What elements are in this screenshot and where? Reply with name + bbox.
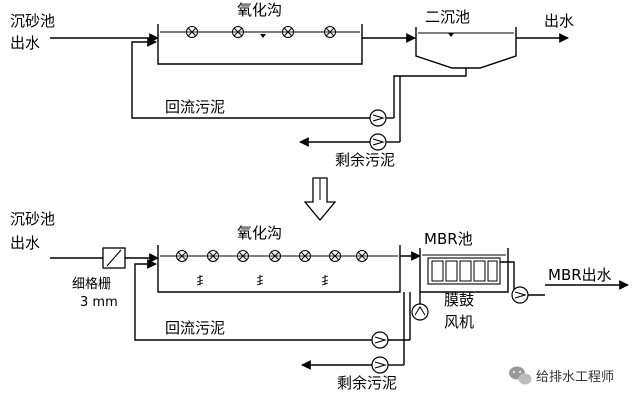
bottom-inlet-label-line2: 出水	[10, 234, 40, 252]
water-level-icon	[260, 34, 266, 38]
permeate-pump-icon	[511, 286, 529, 304]
mbr-permeate-line	[500, 261, 515, 295]
water-level-icon	[448, 33, 454, 37]
bottom-excess-sludge-label: 剩余污泥	[337, 374, 397, 392]
blower-label-line1: 膜鼓	[444, 291, 474, 309]
diffuser-icon	[321, 274, 329, 286]
top-oxidation-ditch-label: 氧化沟	[237, 1, 282, 19]
bottom-inlet-label-line1: 沉砂池	[10, 210, 55, 228]
aerator-icon	[237, 250, 249, 262]
aerator-icon	[356, 250, 368, 262]
mbr-tank	[419, 248, 509, 293]
top-excess-sludge-label: 剩余污泥	[335, 151, 395, 169]
fine-screen-label-line2: 3 mm	[80, 295, 118, 310]
membrane-module-icon	[427, 257, 501, 285]
watermark: 给排水工程师	[509, 366, 614, 385]
top-sludge-drain-line	[393, 68, 467, 118]
blower-symbol	[414, 306, 426, 316]
bottom-flowsheet: 沉砂池 出水 细格栅 3 mm 氧化沟 MBR池	[10, 210, 629, 392]
watermark-text: 给排水工程师	[536, 370, 614, 385]
return-sludge-pump-icon	[369, 109, 387, 127]
aerator-icon	[269, 250, 281, 262]
bottom-oxidation-ditch-label: 氧化沟	[237, 224, 282, 242]
bottom-return-sludge-label: 回流污泥	[165, 319, 225, 337]
mbr-outlet-label: MBR出水	[548, 266, 612, 284]
aerator-icon	[207, 250, 219, 262]
aerator-icon	[324, 26, 336, 38]
blower-label-line2: 风机	[444, 313, 474, 331]
aerator-icon	[282, 26, 294, 38]
top-clarifier-label: 二沉池	[425, 8, 470, 26]
top-inlet-label-line2: 出水	[10, 34, 40, 52]
bottom-oxidation-ditch-tank	[157, 245, 401, 293]
bottom-return-sludge-line	[134, 259, 372, 341]
excess-sludge-pump-icon	[371, 356, 389, 374]
aerator-icon	[186, 26, 198, 38]
aerator-icon	[176, 250, 188, 262]
top-inlet-label-line1: 沉砂池	[10, 12, 55, 30]
upgrade-arrow	[303, 177, 337, 222]
excess-sludge-pump-icon	[369, 133, 387, 151]
fine-screen-label-line1: 细格栅	[72, 276, 111, 292]
fine-screen-bar	[106, 249, 122, 267]
aerator-icon	[299, 250, 311, 262]
top-oxidation-ditch-tank	[157, 24, 363, 65]
top-return-sludge-line	[131, 37, 370, 119]
diffuser-icon	[256, 274, 264, 286]
top-flowsheet: 沉砂池 出水 氧化沟 二沉池 出水 回流污泥 剩余污泥	[10, 1, 574, 169]
mbr-tank-label: MBR池	[424, 230, 473, 248]
top-return-sludge-label: 回流污泥	[165, 98, 225, 116]
diffuser-icon	[196, 274, 204, 286]
aerator-icon	[329, 250, 341, 262]
aerator-icon	[232, 26, 244, 38]
return-sludge-pump-icon	[371, 331, 389, 349]
top-outlet-label: 出水	[544, 12, 574, 30]
wechat-logo-icon	[509, 366, 532, 385]
